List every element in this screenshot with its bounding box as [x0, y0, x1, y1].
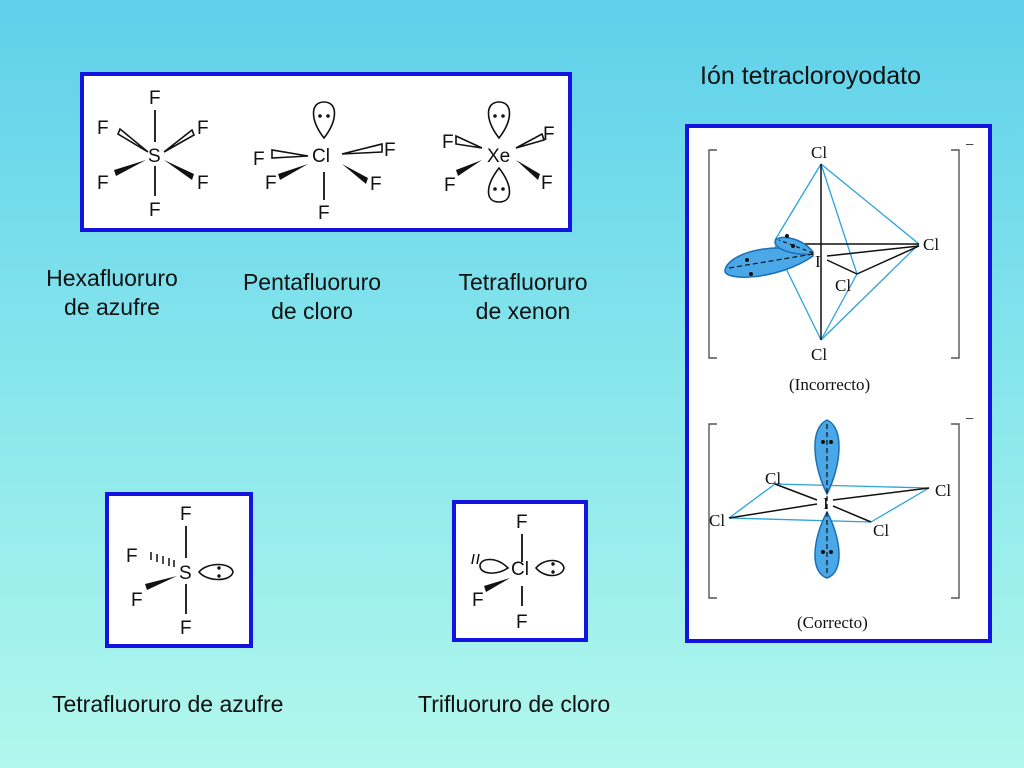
icl4-panel: −	[685, 124, 992, 643]
clf3-f-top: F	[516, 512, 528, 533]
sf6-f-upper-left: F	[97, 118, 109, 139]
xef4-caption-line2: de xenon	[475, 298, 571, 324]
xef4-f-upper-right: F	[543, 124, 555, 145]
xef4-caption: Tetrafluoruro de xenon	[448, 268, 598, 326]
clf3-center-atom: Cl	[511, 559, 529, 580]
sf4-f-lower-left: F	[131, 590, 143, 611]
clf5-f-lower-right: F	[370, 174, 382, 195]
sf6-f-upper-right: F	[197, 118, 209, 139]
incorrect-cl-bottom: Cl	[811, 345, 827, 364]
clf5-caption-line2: de cloro	[271, 298, 353, 324]
incorrect-cl-top: Cl	[811, 143, 827, 162]
sf6-center-atom: S	[148, 146, 161, 167]
sf6-structure: S F F F F F F	[97, 88, 209, 221]
correct-cl-right: Cl	[935, 481, 951, 500]
sf6-f-bottom: F	[149, 200, 161, 221]
clf3-f-lower-left: F	[472, 590, 484, 611]
clf3-panel: Cl F F F	[452, 500, 588, 642]
icl4-correct-structure: − I	[708, 411, 974, 632]
clf5-structure: Cl F F F F F	[253, 101, 396, 224]
correct-charge: −	[965, 411, 974, 428]
xef4-f-lower-left: F	[444, 175, 456, 196]
incorrect-cl-right: Cl	[923, 235, 939, 254]
sf4-f-top: F	[180, 504, 192, 525]
sf6-f-lower-right: F	[197, 173, 209, 194]
sf6-caption: Hexafluoruro de azufre	[40, 264, 184, 322]
correct-lone-pairs	[814, 419, 840, 579]
incorrect-cl-front: Cl	[835, 276, 851, 295]
sf6-caption-line2: de azufre	[64, 294, 160, 320]
sf4-center-atom: S	[179, 563, 192, 584]
sf4-panel: S F F F F	[105, 492, 253, 648]
clf3-caption: Trifluoruro de cloro	[418, 691, 611, 717]
sf4-f-bottom: F	[180, 618, 192, 639]
clf5-f-lower-left: F	[265, 173, 277, 194]
clf3-diagram: Cl F F F	[471, 512, 565, 633]
sf4-diagram: S F F F F	[126, 504, 234, 639]
correct-cl-back-left: Cl	[765, 469, 781, 488]
incorrect-charge: −	[965, 137, 974, 154]
clf5-f-left: F	[253, 149, 265, 170]
icl4-incorrect-structure: −	[708, 137, 974, 394]
correct-label: (Correcto)	[797, 613, 868, 632]
xef4-caption-line1: Tetrafluoruro	[458, 269, 588, 295]
icl4-diagram: −	[708, 137, 974, 632]
sf6-f-lower-left: F	[97, 173, 109, 194]
correct-cl-front-right: Cl	[873, 521, 889, 540]
xef4-f-lower-right: F	[541, 173, 553, 194]
xef4-center-atom: Xe	[487, 146, 510, 167]
page-title: Ión tetracloroyodato	[700, 62, 921, 90]
clf5-center-atom: Cl	[312, 146, 330, 167]
clf5-caption-line1: Pentafluoruro	[242, 269, 382, 295]
clf3-f-bottom: F	[516, 612, 528, 633]
clf5-caption: Pentafluoruro de cloro	[234, 268, 390, 326]
top-molecules-diagram: S F F F F F F Cl F F F F F	[97, 88, 555, 224]
xef4-f-upper-left: F	[442, 132, 454, 153]
incorrect-lone-pairs	[724, 234, 814, 278]
sf6-f-top: F	[149, 88, 161, 109]
sf6-caption-line1: Hexafluoruro	[46, 265, 178, 291]
sf4-caption: Tetrafluoruro de azufre	[52, 691, 284, 717]
clf5-f-right: F	[384, 140, 396, 161]
correct-center-atom: I	[823, 494, 829, 513]
incorrect-center-atom: I	[815, 252, 821, 271]
top-molecules-panel: S F F F F F F Cl F F F F F	[80, 72, 572, 232]
xef4-structure: Xe F F F F	[442, 101, 555, 203]
clf5-f-bottom: F	[318, 203, 330, 224]
sf4-f-left: F	[126, 546, 138, 567]
correct-cl-left: Cl	[709, 511, 725, 530]
incorrect-label: (Incorrecto)	[789, 375, 870, 394]
